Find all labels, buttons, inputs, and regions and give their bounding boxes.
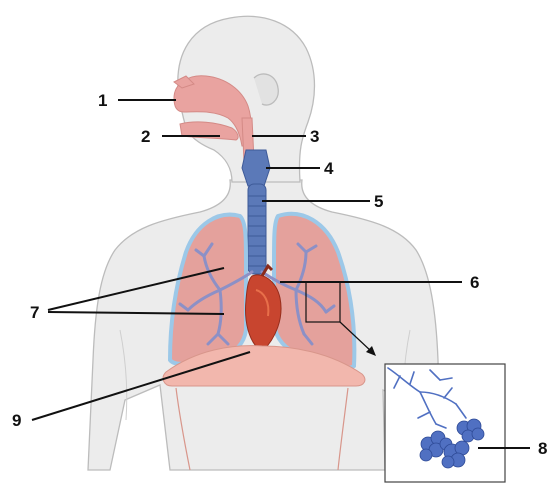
label-9: 9	[12, 411, 21, 430]
label-6: 6	[470, 273, 479, 292]
label-7: 7	[30, 303, 39, 322]
alveoli-inset	[385, 364, 505, 482]
label-3: 3	[310, 127, 319, 146]
label-1: 1	[98, 91, 107, 110]
larynx	[242, 150, 270, 186]
label-4: 4	[324, 159, 334, 178]
label-2: 2	[141, 127, 150, 146]
label-5: 5	[374, 192, 383, 211]
label-8: 8	[538, 439, 547, 458]
trachea	[248, 184, 266, 274]
